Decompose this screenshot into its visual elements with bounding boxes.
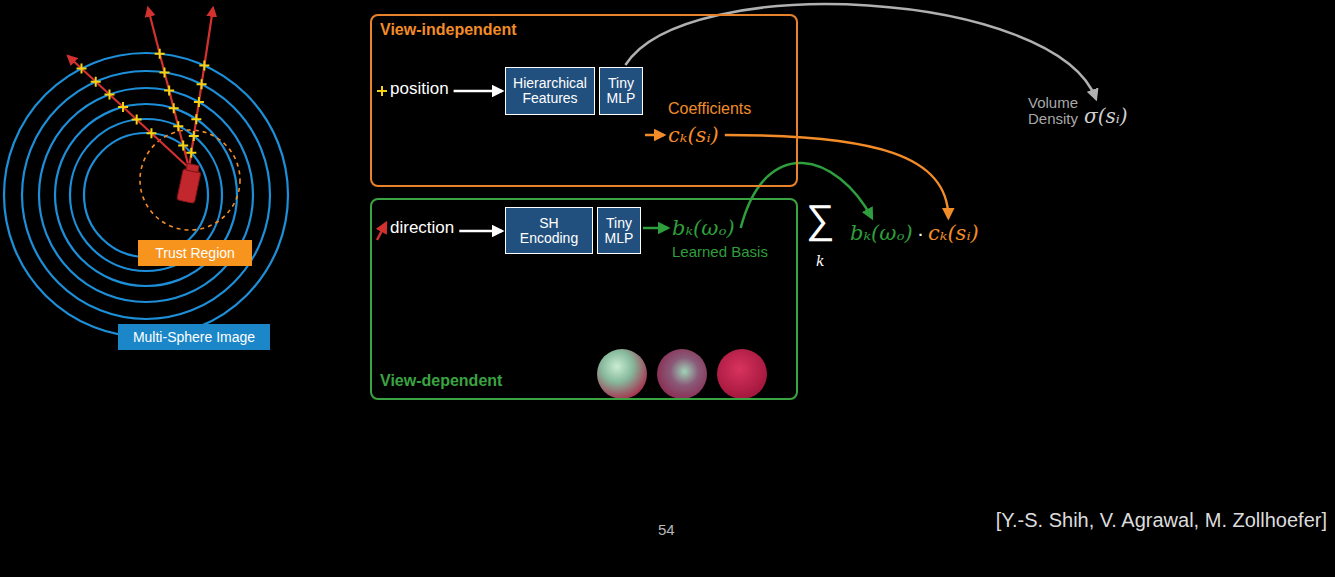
sample-point-symbol — [377, 86, 387, 96]
input-label: direction — [390, 218, 454, 238]
group-heading: View-independent — [380, 21, 517, 39]
box-label: Hierarchical Features — [510, 76, 590, 105]
sample-point — [76, 63, 86, 73]
box-label: Trust Region — [155, 245, 235, 261]
input-arrow — [454, 90, 502, 93]
coefficients-label: Coefficients — [668, 100, 751, 118]
coefficient-arrow — [645, 134, 664, 137]
learned-basis-spheres — [597, 349, 767, 399]
sample-point — [146, 128, 156, 138]
flow-arrows — [377, 4, 1096, 240]
sample-point — [189, 131, 199, 141]
camera-ray — [148, 8, 189, 168]
camera-rays — [68, 8, 213, 168]
sample-point — [173, 121, 183, 131]
sample-point — [197, 79, 207, 89]
sample-point — [159, 67, 169, 77]
trust-region-circle — [140, 130, 240, 230]
math-operator: · — [917, 221, 924, 245]
density-arrow — [625, 4, 1096, 99]
math-term: cₖ(sᵢ) — [668, 123, 719, 147]
camera-ray — [189, 8, 213, 168]
basis-label: Learned Basis — [672, 243, 768, 260]
sum-symbol: ∑ — [806, 197, 835, 242]
sample-point — [191, 114, 201, 124]
page-number: 54 — [658, 521, 675, 538]
input-label: position — [390, 79, 449, 99]
sample-point — [194, 97, 204, 107]
input-arrow — [459, 230, 502, 233]
box-label: Tiny MLP — [604, 76, 638, 105]
sample-point — [186, 148, 196, 158]
camera-icon — [177, 163, 203, 204]
sample-point — [169, 103, 179, 113]
multi-sphere-rings — [4, 53, 288, 337]
sample-point — [118, 102, 128, 112]
math-term: bₖ(ωₒ) — [850, 221, 913, 245]
basis-arrow — [643, 227, 668, 230]
sample-point — [178, 140, 188, 150]
hierarchical-features-box: Hierarchical Features — [505, 67, 595, 115]
citation: [Y.-S. Shih, V. Agrawal, M. Zollhoefer] — [996, 509, 1327, 532]
sum-index: k — [816, 253, 824, 269]
density-label: Volume Density — [1014, 95, 1078, 127]
sample-point — [132, 115, 142, 125]
box-label: SH Encoding — [516, 216, 582, 245]
sample-point — [164, 86, 174, 96]
math-term: bₖ(ωₒ) — [672, 216, 735, 240]
math-term: cₖ(sᵢ) — [928, 221, 979, 245]
math-term: σ(sᵢ) — [1084, 104, 1128, 128]
box-label: Tiny MLP — [602, 216, 636, 245]
sample-point — [105, 89, 115, 99]
box-label: Multi-Sphere Image — [133, 329, 255, 345]
sh-encoding-box: SH Encoding — [505, 207, 593, 254]
trust-region-tag: Trust Region — [138, 240, 252, 266]
tiny-mlp-box: Tiny MLP — [597, 207, 641, 254]
multi-sphere-tag: Multi-Sphere Image — [118, 324, 270, 350]
sample-point — [91, 77, 101, 87]
sample-point — [155, 49, 165, 59]
camera-ray — [68, 56, 189, 168]
group-heading: View-dependent — [380, 372, 502, 390]
direction-icon — [377, 223, 386, 240]
tiny-mlp-box: Tiny MLP — [599, 67, 643, 115]
sample-point — [199, 61, 209, 71]
